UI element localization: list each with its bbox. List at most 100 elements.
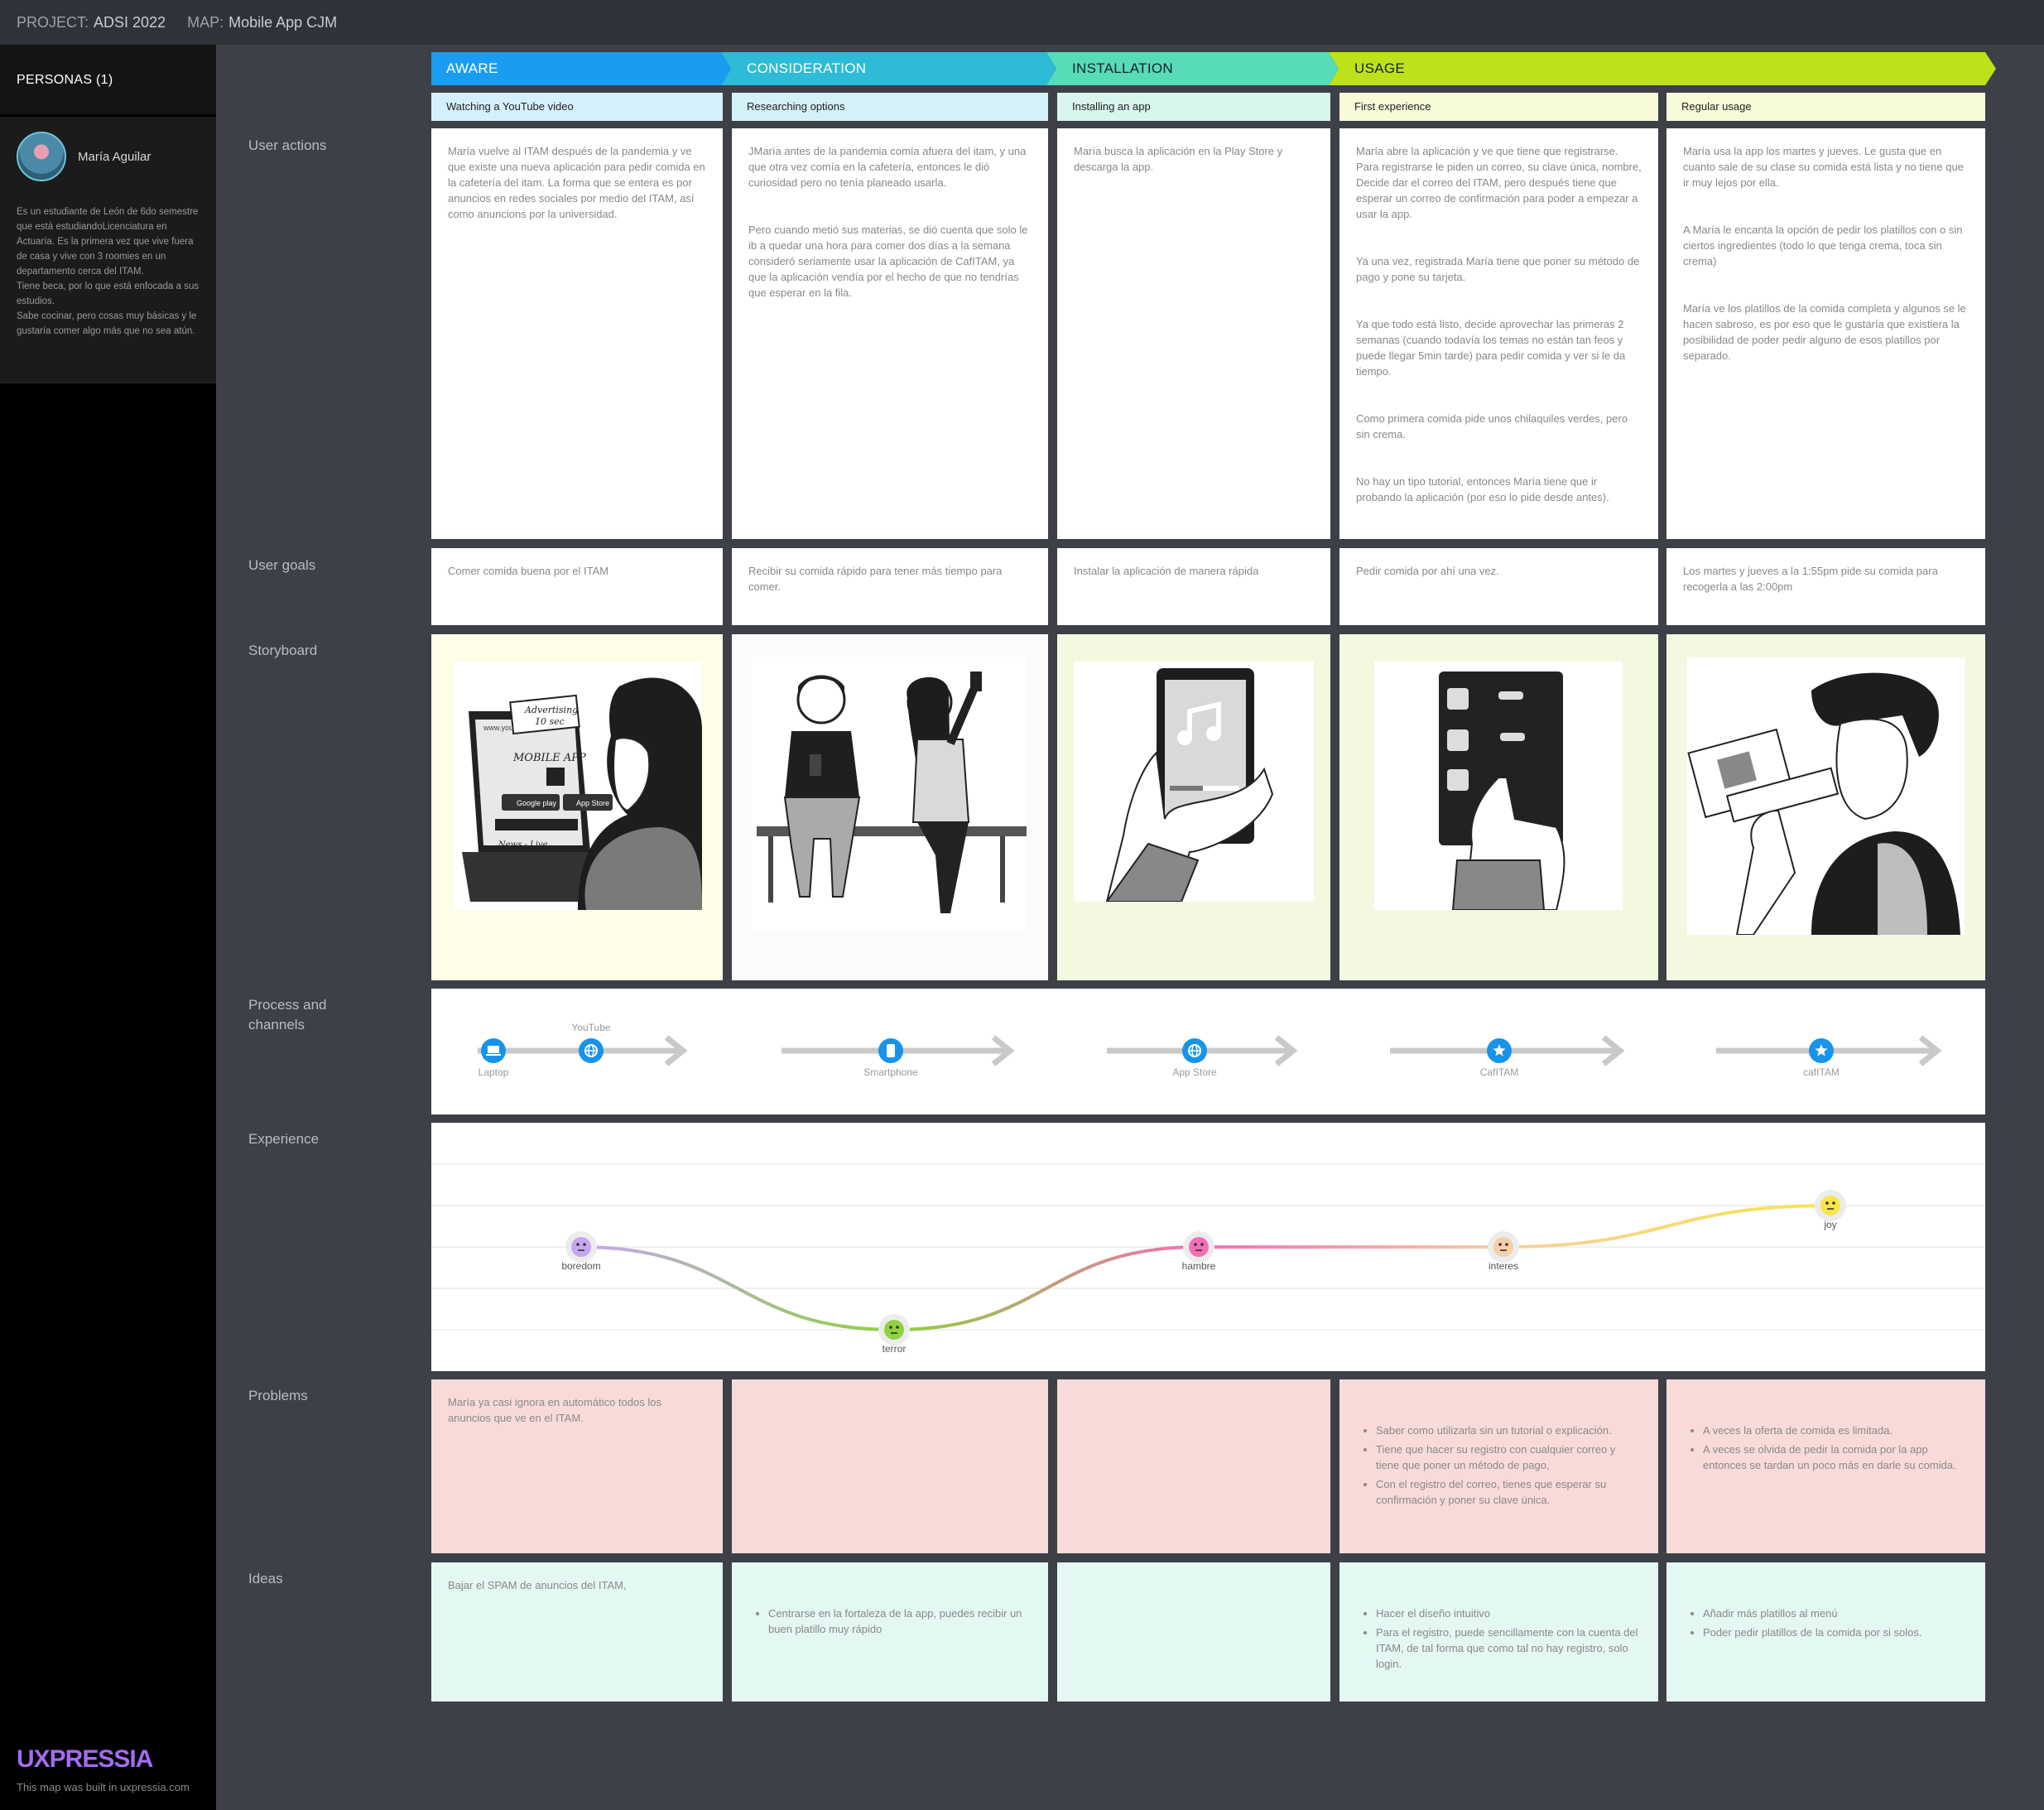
persona-card[interactable]: María Aguilar Es un estudiante de León d… <box>0 117 216 383</box>
emotion-joy-icon[interactable] <box>1820 1196 1840 1215</box>
storyboard-frame-4[interactable] <box>1339 634 1658 980</box>
channel-arrow-head <box>991 1035 1015 1066</box>
idea-bullet: Hacer el diseño intuitivo <box>1376 1605 1642 1621</box>
emotion-label: boredom <box>561 1260 600 1272</box>
stage-arrow-installation[interactable] <box>1046 52 1339 85</box>
channel-arrow-head <box>1601 1035 1625 1066</box>
problem-card[interactable]: A veces la oferta de comida es limitada.… <box>1666 1379 1985 1553</box>
action-text: Como primera comida pide unos chilaquile… <box>1356 412 1628 440</box>
stage-arrow-consideration[interactable] <box>721 52 1056 85</box>
action-card[interactable]: María abre la aplicación y ve que tiene … <box>1339 128 1658 539</box>
avatar <box>17 132 66 181</box>
action-text: Pero cuando metió sus materias, se dió c… <box>748 224 1028 299</box>
caption-app-store: App Store <box>576 799 609 807</box>
emotion-eye <box>576 1243 580 1246</box>
substage-install[interactable]: Installing an app <box>1057 93 1330 121</box>
phone-install-illustration <box>1105 668 1274 902</box>
stage-aware[interactable]: AWARE <box>446 60 498 76</box>
stage-installation[interactable]: INSTALLATION <box>1072 60 1173 76</box>
problem-card[interactable] <box>732 1379 1048 1553</box>
friends-bench-illustration <box>757 672 1027 913</box>
project-name[interactable]: ADSI 2022 <box>94 13 166 31</box>
goal-card[interactable]: Pedir comida por ahí una vez. <box>1339 548 1658 625</box>
action-text: Ya una vez, registrada María tiene que p… <box>1356 255 1640 283</box>
emotion-label: terror <box>883 1343 907 1355</box>
storyboard-frame-3[interactable] <box>1057 634 1330 980</box>
substage-youtube[interactable]: Watching a YouTube video <box>431 93 723 121</box>
idea-bullet: Centrarse en la fortaleza de la app, pue… <box>768 1605 1032 1637</box>
action-text: María vuelve al ITAM después de la pande… <box>448 145 705 220</box>
personas-title[interactable]: PERSONAS (1) <box>0 45 216 114</box>
emotion-terror-icon[interactable] <box>884 1320 904 1340</box>
brand-note[interactable]: This map was built in uxpressia.com <box>17 1781 190 1793</box>
stage-arrow-aware[interactable] <box>431 52 731 85</box>
row-label-process: Process and channels <box>248 997 327 1033</box>
action-text: María usa la app los martes y jueves. Le… <box>1683 145 1964 189</box>
goal-card[interactable]: Comer comida buena por el ITAM <box>431 548 723 625</box>
action-text: JMaría antes de la pandemia comía afuera… <box>748 145 1027 189</box>
stage-consideration[interactable]: CONSIDERATION <box>747 60 867 76</box>
caption-url: www.you <box>483 724 513 732</box>
experience-curve <box>1503 1204 1831 1249</box>
problem-card[interactable]: Saber como utilizarla sin un tutorial o … <box>1339 1379 1658 1553</box>
action-card[interactable]: María usa la app los martes y jueves. Le… <box>1666 128 1985 539</box>
storyboard-frame-1[interactable]: Advertising 10 sec www.you MOBILE APP Go… <box>431 634 723 980</box>
action-text: María ve los platillos de la comida comp… <box>1683 302 1966 362</box>
goal-card[interactable]: Instalar la aplicación de manera rápida <box>1057 548 1330 625</box>
substage-research[interactable]: Researching options <box>732 93 1048 121</box>
brand-logo[interactable]: UXPRESSIA <box>17 1745 153 1773</box>
problem-card[interactable]: María ya casi ignora en automático todos… <box>431 1379 723 1553</box>
goal-card[interactable]: Los martes y jueves a la 1:55pm pide su … <box>1666 548 1985 625</box>
caption-mobile-app: MOBILE APP <box>512 752 586 764</box>
emotion-eye <box>1505 1243 1508 1246</box>
channel-label: cafITAM <box>1803 1066 1840 1078</box>
emotion-label: interes <box>1489 1260 1518 1272</box>
channel-arrow-head <box>1918 1035 1942 1066</box>
map-label: MAP: <box>187 13 224 31</box>
problem-bullet: Con el registro del correo, tienes que e… <box>1376 1476 1642 1508</box>
emotion-eye <box>1832 1201 1835 1205</box>
channel-arrow-head <box>1274 1035 1298 1066</box>
storyboard-image <box>752 657 1027 931</box>
idea-card[interactable]: Centrarse en la fortaleza de la app, pue… <box>732 1562 1048 1702</box>
action-text: A María le encanta la opción de pedir lo… <box>1683 224 1963 267</box>
star-icon-shape <box>1815 1044 1828 1057</box>
star-icon-shape <box>1493 1044 1506 1057</box>
emotion-boredom-icon[interactable] <box>571 1237 591 1257</box>
problem-card[interactable] <box>1057 1379 1330 1553</box>
problem-bullet: A veces la oferta de comida es limitada. <box>1703 1422 1969 1438</box>
caption-advertising: Advertising <box>524 705 578 715</box>
row-label-ideas: Ideas <box>248 1571 283 1586</box>
row-label-user-actions: User actions <box>248 137 327 153</box>
storyboard-image <box>1687 657 1965 935</box>
idea-card[interactable]: Bajar el SPAM de anuncios del ITAM, <box>431 1562 723 1702</box>
substage-regular-usage[interactable]: Regular usage <box>1666 93 1985 121</box>
idea-card[interactable]: Añadir más platillos al menúPoder pedir … <box>1666 1562 1985 1702</box>
action-card[interactable]: JMaría antes de la pandemia comía afuera… <box>732 128 1048 539</box>
goal-card[interactable]: Recibir su comida rápido para tener más … <box>732 548 1048 625</box>
storyboard-frame-5[interactable] <box>1666 634 1985 980</box>
rating-illustration <box>1687 672 1960 935</box>
caption-10-sec: 10 sec <box>535 716 565 727</box>
phone-icon-body <box>887 1044 895 1057</box>
action-card[interactable]: María busca la aplicación en la Play Sto… <box>1057 128 1330 539</box>
idea-card[interactable]: Hacer el diseño intuitivoPara el registr… <box>1339 1562 1658 1702</box>
problem-bullet: Saber como utilizarla sin un tutorial o … <box>1376 1422 1642 1438</box>
action-text: Ya que todo está listo, decide aprovecha… <box>1356 318 1626 378</box>
action-card[interactable]: María vuelve al ITAM después de la pande… <box>431 128 723 539</box>
stage-usage[interactable]: USAGE <box>1354 60 1406 76</box>
persona-name: María Aguilar <box>78 149 151 164</box>
map-name[interactable]: Mobile App CJM <box>228 13 338 31</box>
idea-card[interactable] <box>1057 1562 1330 1702</box>
emotion-hambre-icon[interactable] <box>1189 1237 1209 1257</box>
substage-first-experience[interactable]: First experience <box>1339 93 1658 121</box>
emotion-label: joy <box>1823 1219 1836 1230</box>
stage-arrow-usage[interactable] <box>1329 52 1996 85</box>
row-label-user-goals: User goals <box>248 557 316 573</box>
storyboard-frame-2[interactable] <box>732 634 1048 980</box>
row-label-problems: Problems <box>248 1388 308 1403</box>
storyboard-image: Advertising 10 sec www.you MOBILE APP Go… <box>454 662 702 910</box>
emotion-interes-icon[interactable] <box>1493 1237 1513 1257</box>
